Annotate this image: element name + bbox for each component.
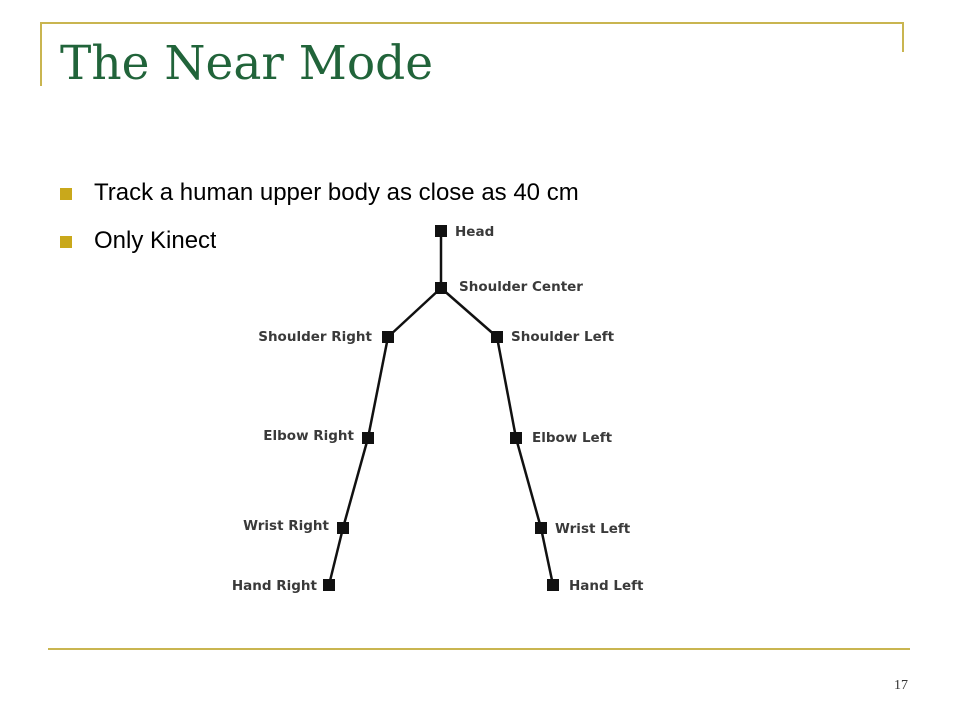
joint-label-elbow-left: Elbow Left [532,430,613,446]
joint-label-shoulder-right: Shoulder Right [258,329,372,345]
bullet-square-icon [60,188,72,200]
bullet-square-icon [60,236,72,248]
top-frame-line [40,22,904,24]
joint-label-wrist-right: Wrist Right [243,518,329,534]
bone-left-hand [539,527,555,586]
joint-label-shoulder-left: Shoulder Left [511,329,615,345]
bone-left-clavicle [440,287,498,338]
joint-hand-right-marker [323,579,335,591]
bullet-item: Track a human upper body as close as 40 … [60,176,616,224]
joint-elbow-left-marker [510,432,522,444]
joint-label-hand-left: Hand Left [569,578,644,594]
joint-label-elbow-right: Elbow Right [263,428,354,444]
joint-head-marker [435,225,447,237]
joint-shoulder-center-marker [435,282,447,294]
joint-label-hand-right: Hand Right [232,578,318,594]
bone-left-upper-arm [495,336,518,439]
page-number: 17 [894,678,908,693]
joint-wrist-right-marker [337,522,349,534]
bone-right-clavicle [387,287,442,338]
bone-left-forearm [514,437,543,529]
joint-hand-left-marker [547,579,559,591]
skeleton-diagram: Head Shoulder Center Shoulder Right Shou… [216,216,656,602]
skeleton-svg: Head Shoulder Center Shoulder Right Shou… [232,224,644,594]
joint-elbow-right-marker [362,432,374,444]
footer-divider [48,648,910,650]
right-frame-line [902,22,904,52]
bone-right-hand [327,527,345,586]
joint-shoulder-right-marker [382,331,394,343]
bullet-text: Track a human upper body as close as 40 … [94,179,579,206]
joint-label-shoulder-center: Shoulder Center [459,279,583,295]
skeleton-bones [327,231,555,586]
joint-wrist-left-marker [535,522,547,534]
left-frame-line [40,22,42,86]
slide-title: The Near Mode [60,36,434,91]
bone-right-upper-arm [366,336,390,439]
joint-label-wrist-left: Wrist Left [555,521,631,537]
bone-right-forearm [341,437,370,529]
joint-label-head: Head [455,224,494,240]
joint-shoulder-left-marker [491,331,503,343]
